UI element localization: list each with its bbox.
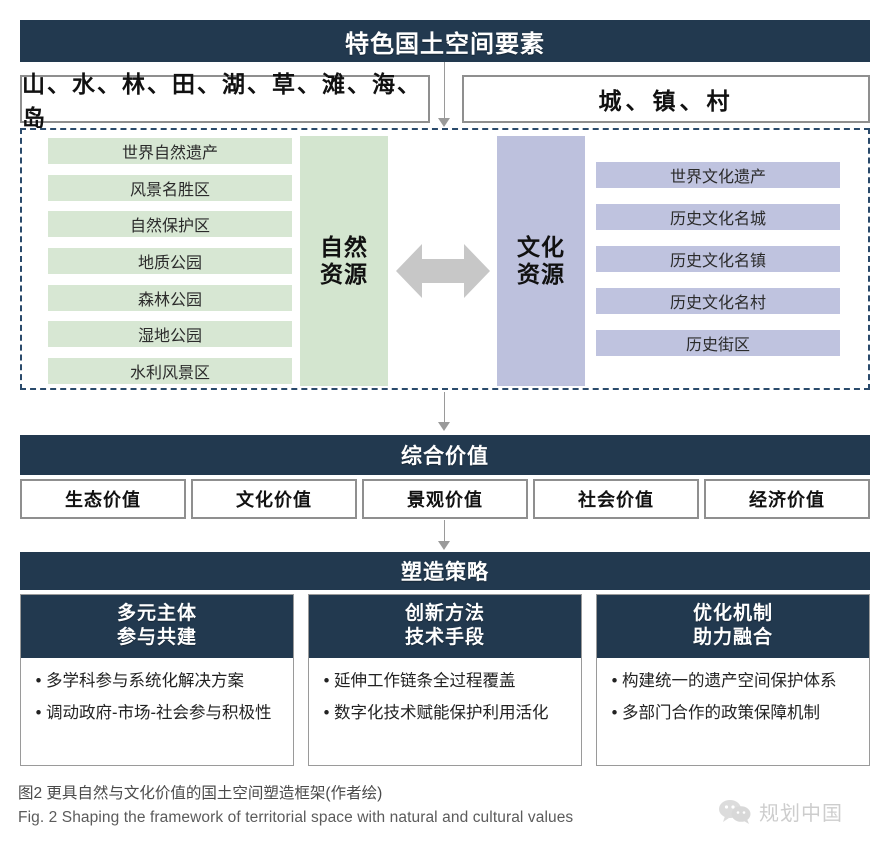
value-item-landscape: 景观价值 <box>362 479 528 519</box>
bullet-text: 构建统一的遗产空间保护体系 <box>622 671 837 690</box>
value-section-title: 综合价值 <box>20 435 870 475</box>
bullet-text: 调动政府-市场-社会参与积极性 <box>46 704 272 723</box>
list-item: 地质公园 <box>48 247 292 274</box>
strategy-column-innovation: 创新方法 技术手段 • 延伸工作链条全过程覆盖 • 数字化技术赋能保护利用活化 <box>308 594 582 766</box>
figure-caption-cn: 图2 更具自然与文化价值的国土空间塑造框架(作者绘) <box>18 785 383 802</box>
strategy-column-header: 多元主体 参与共建 <box>21 595 293 658</box>
list-item: 世界自然遗产 <box>48 138 292 164</box>
bullet-dot-icon: • <box>611 671 618 690</box>
list-item: 历史街区 <box>596 330 840 356</box>
bullet-text: 多学科参与系统化解决方案 <box>46 671 244 690</box>
strategy-column-header: 创新方法 技术手段 <box>309 595 581 658</box>
pillar-cultural-line2: 资源 <box>517 261 565 287</box>
list-item: • 调动政府-市场-社会参与积极性 <box>31 702 281 726</box>
bullet-text: 多部门合作的政策保障机制 <box>622 704 820 723</box>
strategy-column-body: • 多学科参与系统化解决方案 • 调动政府-市场-社会参与积极性 <box>21 658 293 766</box>
list-item: • 延伸工作链条全过程覆盖 <box>319 670 569 694</box>
pillar-natural-line2: 资源 <box>320 261 368 287</box>
pillar-natural-resources: 自然 资源 <box>300 136 388 386</box>
strategy-header-line2: 技术手段 <box>404 626 485 648</box>
strategy-header-line1: 多元主体 <box>116 603 197 624</box>
list-item: 历史文化名城 <box>596 204 840 230</box>
list-item: • 多学科参与系统化解决方案 <box>31 670 281 694</box>
value-item-social: 社会价值 <box>533 479 699 519</box>
bullet-dot-icon: • <box>611 704 618 723</box>
list-item: 历史文化名镇 <box>596 246 840 272</box>
connector-line-value <box>444 392 445 424</box>
watermark-label: 规划中国 <box>759 803 843 825</box>
element-box-urban: 城、镇、村 <box>462 75 870 123</box>
bidirectional-arrow-icon <box>396 244 490 298</box>
pillar-cultural-resources: 文化 资源 <box>497 136 585 386</box>
strategy-column-mechanism: 优化机制 助力融合 • 构建统一的遗产空间保护体系 • 多部门合作的政策保障机制 <box>596 594 870 766</box>
strategy-column-multi-actor: 多元主体 参与共建 • 多学科参与系统化解决方案 • 调动政府-市场-社会参与积… <box>20 594 294 766</box>
value-item-economic: 经济价值 <box>704 479 870 519</box>
list-item: • 数字化技术赋能保护利用活化 <box>319 702 569 726</box>
list-item: • 构建统一的遗产空间保护体系 <box>607 670 857 694</box>
pillar-natural-line1: 自然 <box>320 233 368 260</box>
figure-caption-en: Fig. 2 Shaping the framework of territor… <box>18 809 574 827</box>
value-item-cultural: 文化价值 <box>191 479 357 519</box>
strategy-column-body: • 延伸工作链条全过程覆盖 • 数字化技术赋能保护利用活化 <box>309 658 581 766</box>
element-box-natural: 山、水、林、田、湖、草、滩、海、岛 <box>20 71 430 131</box>
pillar-cultural-line1: 文化 <box>517 233 565 260</box>
list-item: 自然保护区 <box>48 211 292 238</box>
strategy-column-body: • 构建统一的遗产空间保护体系 • 多部门合作的政策保障机制 <box>597 658 869 766</box>
bullet-dot-icon: • <box>35 671 42 690</box>
list-item: 森林公园 <box>48 284 292 311</box>
list-item: 湿地公园 <box>48 321 292 348</box>
connector-line-header <box>444 62 445 120</box>
natural-resource-list: 世界自然遗产 风景名胜区 自然保护区 地质公园 森林公园 湿地公园 水利风景区 <box>48 138 292 384</box>
list-item: 水利风景区 <box>48 357 292 384</box>
strategy-header-line1: 创新方法 <box>404 603 485 624</box>
figure-caption: 图2 更具自然与文化价值的国土空间塑造框架(作者绘) Fig. 2 Shapin… <box>18 782 698 830</box>
connector-arrowhead-value <box>438 422 450 431</box>
bullet-text: 延伸工作链条全过程覆盖 <box>334 671 516 690</box>
connector-arrowhead-header <box>438 118 450 127</box>
bullet-dot-icon: • <box>35 704 42 723</box>
watermark: 规划中国 <box>718 797 843 826</box>
wechat-icon <box>719 799 751 824</box>
connector-line-strategy <box>444 520 445 544</box>
connector-arrowhead-strategy <box>438 541 450 550</box>
strategy-header-line2: 参与共建 <box>116 626 197 648</box>
bullet-dot-icon: • <box>323 704 330 723</box>
cultural-resource-list: 世界文化遗产 历史文化名城 历史文化名镇 历史文化名村 历史街区 <box>596 162 840 356</box>
value-item-ecological: 生态价值 <box>20 479 186 519</box>
list-item: 历史文化名村 <box>596 288 840 314</box>
list-item: 风景名胜区 <box>48 174 292 201</box>
page-title: 特色国土空间要素 <box>20 20 870 62</box>
list-item: 世界文化遗产 <box>596 162 840 188</box>
strategy-header-line2: 助力融合 <box>692 626 773 648</box>
strategy-section-title: 塑造策略 <box>20 552 870 590</box>
strategy-column-header: 优化机制 助力融合 <box>597 595 869 658</box>
bullet-text: 数字化技术赋能保护利用活化 <box>334 704 549 723</box>
strategy-header-line1: 优化机制 <box>692 603 773 624</box>
bullet-dot-icon: • <box>323 671 330 690</box>
list-item: • 多部门合作的政策保障机制 <box>607 702 857 726</box>
